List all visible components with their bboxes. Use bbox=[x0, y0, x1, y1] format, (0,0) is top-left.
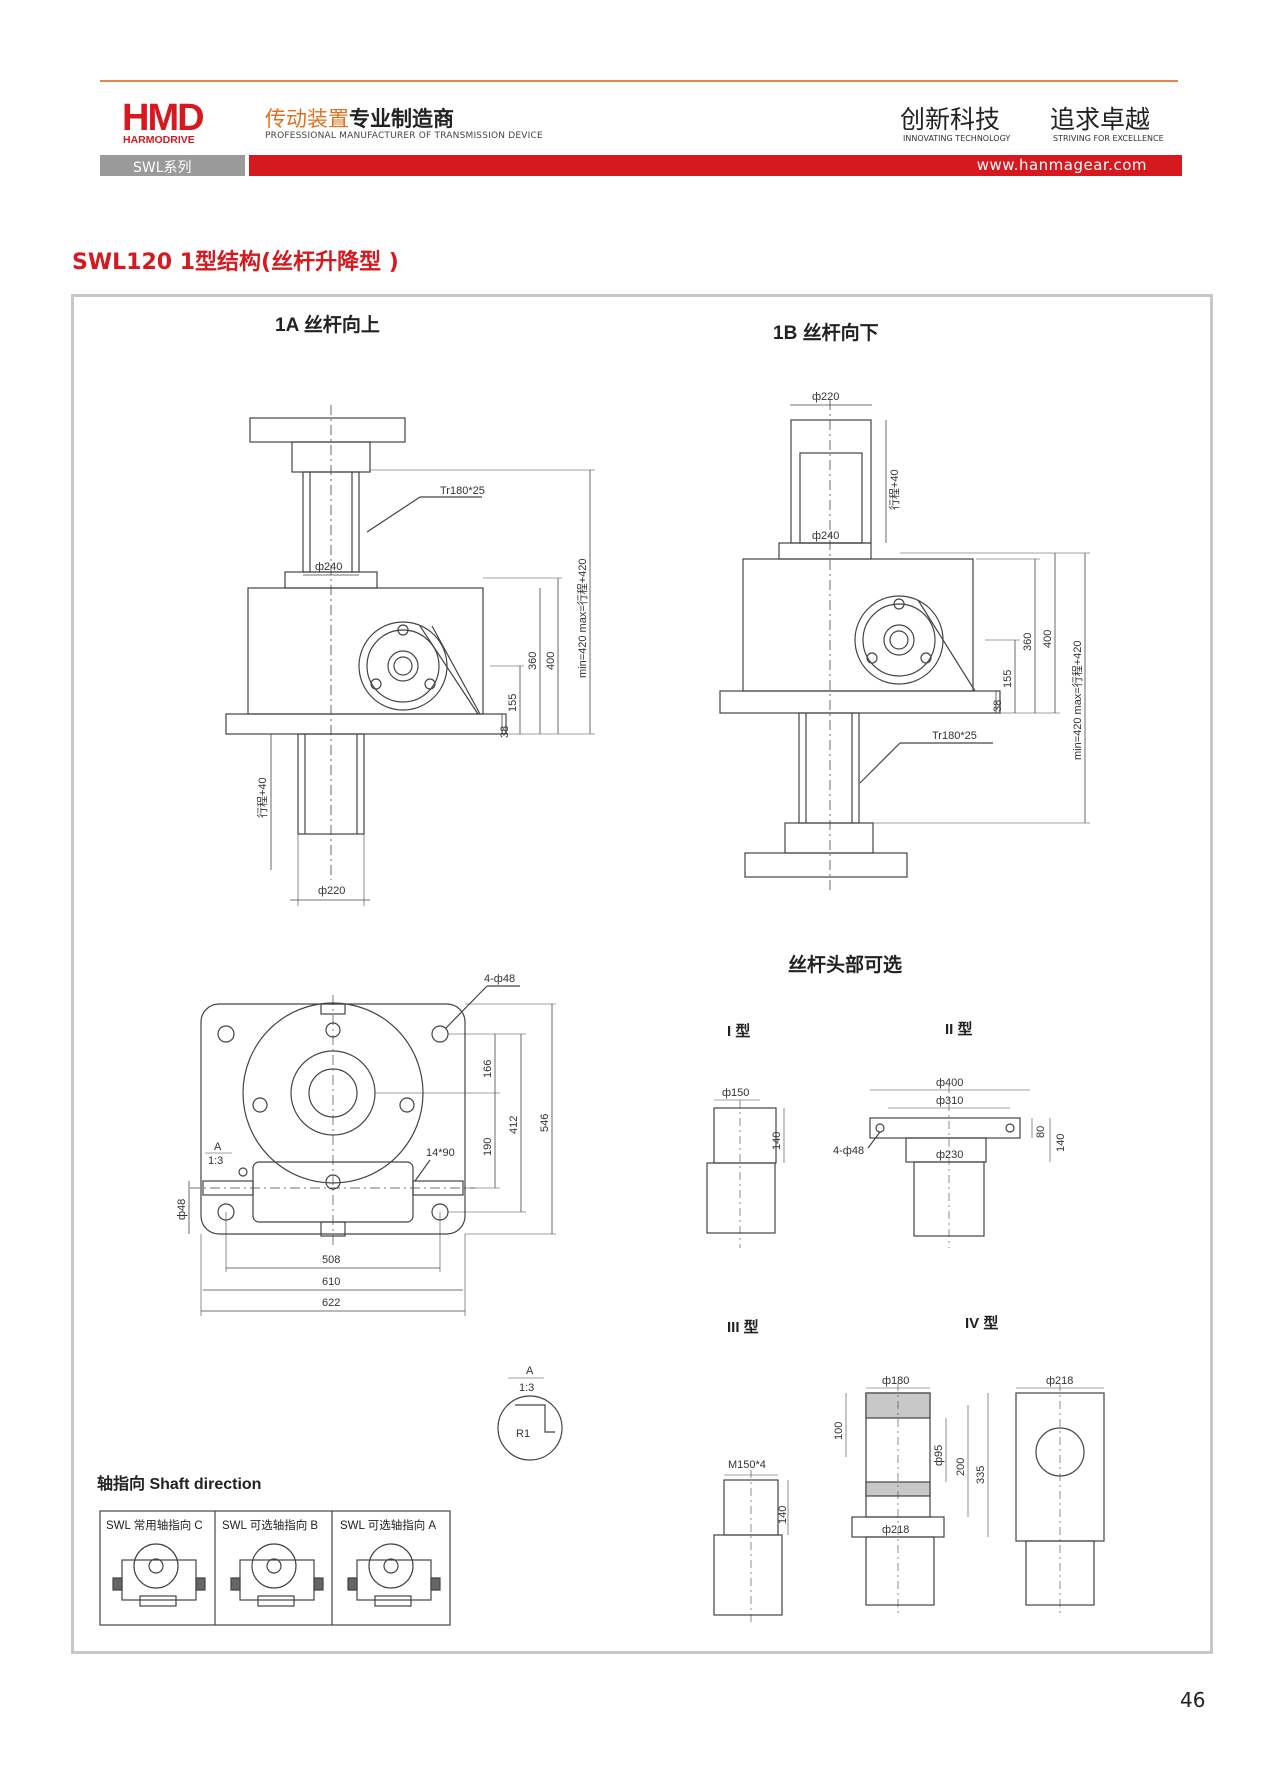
svg-text:400: 400 bbox=[1042, 630, 1054, 648]
view-1b-title: 1B 丝杆向下 bbox=[773, 321, 879, 344]
svg-text:140: 140 bbox=[1055, 1134, 1067, 1152]
svg-text:80: 80 bbox=[1035, 1126, 1047, 1138]
svg-text:14*90: 14*90 bbox=[426, 1147, 455, 1159]
header-rule bbox=[100, 80, 1178, 82]
svg-text:546: 546 bbox=[539, 1114, 551, 1132]
svg-text:360: 360 bbox=[527, 652, 539, 670]
svg-text:335: 335 bbox=[975, 1466, 987, 1484]
svg-text:ф218: ф218 bbox=[1046, 1375, 1073, 1387]
svg-text:ф240: ф240 bbox=[812, 530, 839, 542]
svg-text:ф218: ф218 bbox=[882, 1524, 909, 1536]
hmd-logo: HMD HARMODRIVE bbox=[122, 97, 205, 146]
tagline-cn: 传动装置专业制造商 bbox=[265, 107, 454, 131]
svg-text:400: 400 bbox=[545, 652, 557, 670]
svg-text:1:3: 1:3 bbox=[519, 1382, 534, 1394]
logo-subtext: HARMODRIVE bbox=[123, 134, 195, 146]
svg-text:155: 155 bbox=[507, 694, 519, 712]
website-bar: www.hanmagear.com bbox=[249, 155, 1182, 176]
svg-text:ф400: ф400 bbox=[936, 1077, 963, 1089]
svg-text:行程+40: 行程+40 bbox=[256, 777, 269, 818]
svg-text:200: 200 bbox=[955, 1458, 967, 1476]
svg-text:III 型: III 型 bbox=[727, 1318, 759, 1336]
svg-text:ф240: ф240 bbox=[315, 561, 342, 573]
svg-text:38: 38 bbox=[992, 700, 1004, 712]
svg-text:R1: R1 bbox=[516, 1428, 530, 1440]
svg-text:ф48: ф48 bbox=[176, 1199, 188, 1220]
svg-text:412: 412 bbox=[508, 1116, 520, 1134]
1a-base bbox=[225, 713, 507, 735]
svg-text:ф150: ф150 bbox=[722, 1087, 749, 1099]
shaft-c-label: SWL 常用轴指向 C bbox=[106, 1518, 203, 1532]
heads-title: 丝杆头部可选 bbox=[788, 953, 902, 976]
heads-section: 丝杆头部可选 I 型 II 型 III 型 IV 型 ф150 140 ф400… bbox=[706, 953, 1105, 1625]
svg-text:140: 140 bbox=[777, 1506, 789, 1524]
svg-text:IV 型: IV 型 bbox=[965, 1314, 998, 1332]
svg-text:155: 155 bbox=[1002, 670, 1014, 688]
shaft-direction: 轴指向 Shaft direction SWL 常用轴指向 C SWL 可选轴指… bbox=[97, 1474, 451, 1626]
tagline-en: PROFESSIONAL MANUFACTURER OF TRANSMISSIO… bbox=[265, 131, 543, 141]
head-type1 bbox=[713, 1107, 777, 1164]
view-1b: 1B 丝杆向下 ф220 ф240 行程+40 Tr180*25 min=420… bbox=[719, 321, 1090, 890]
slogan-striving: 追求卓越 bbox=[1050, 105, 1151, 134]
shaft-a-icon bbox=[347, 1543, 441, 1607]
svg-text:M150*4: M150*4 bbox=[728, 1459, 766, 1471]
slogan-striving-en: STRIVING FOR EXCELLENCE bbox=[1053, 134, 1164, 143]
svg-text:Tr180*25: Tr180*25 bbox=[440, 485, 485, 497]
svg-text:610: 610 bbox=[322, 1276, 340, 1288]
svg-text:A: A bbox=[526, 1365, 534, 1377]
svg-text:ф230: ф230 bbox=[936, 1149, 963, 1161]
1b-bottom-plate bbox=[744, 852, 908, 878]
svg-text:行程+40: 行程+40 bbox=[888, 469, 901, 510]
view-1a: 1A 丝杆向上 Tr180*25 ф240 ф220 行程+40 min=420… bbox=[225, 313, 595, 906]
plan-view: 4-ф48 166 190 412 546 14*90 A 1:3 ф48 50… bbox=[176, 973, 556, 1316]
svg-text:140: 140 bbox=[771, 1132, 783, 1150]
svg-text:A: A bbox=[214, 1141, 222, 1153]
1a-top-plate bbox=[249, 417, 406, 443]
series-label: SWL系列 bbox=[133, 160, 192, 176]
svg-text:38: 38 bbox=[499, 726, 511, 738]
svg-text:ф95: ф95 bbox=[933, 1445, 945, 1466]
svg-text:II 型: II 型 bbox=[945, 1020, 973, 1038]
svg-text:508: 508 bbox=[322, 1254, 340, 1266]
logo-text: HMD bbox=[122, 97, 203, 139]
series-bar: SWL系列 bbox=[100, 155, 245, 176]
technical-drawing: 1A 丝杆向上 Tr180*25 ф240 ф220 行程+40 min=420… bbox=[97, 313, 1105, 1626]
page-title: SWL120 1型结构(丝杆升降型 ) bbox=[72, 250, 399, 275]
svg-text:min=420 max=行程+420: min=420 max=行程+420 bbox=[576, 558, 589, 678]
head-type2 bbox=[869, 1117, 1021, 1139]
drawing-frame bbox=[71, 294, 1213, 1654]
website-link[interactable]: www.hanmagear.com bbox=[976, 156, 1147, 174]
svg-text:4-ф48: 4-ф48 bbox=[833, 1145, 864, 1157]
slogan-innovating-en: INNOVATING TECHNOLOGY bbox=[903, 134, 1011, 143]
svg-text:4-ф48: 4-ф48 bbox=[484, 973, 515, 985]
svg-text:622: 622 bbox=[322, 1297, 340, 1309]
svg-text:166: 166 bbox=[482, 1060, 494, 1078]
shaft-title: 轴指向 Shaft direction bbox=[97, 1474, 261, 1493]
1b-base bbox=[719, 690, 1001, 714]
slogan-innovating: 创新科技 bbox=[900, 105, 1001, 134]
svg-text:ф180: ф180 bbox=[882, 1375, 909, 1387]
svg-text:I 型: I 型 bbox=[727, 1022, 750, 1040]
svg-text:ф310: ф310 bbox=[936, 1095, 963, 1107]
svg-text:100: 100 bbox=[833, 1422, 845, 1440]
svg-text:Tr180*25: Tr180*25 bbox=[932, 730, 977, 742]
svg-text:ф220: ф220 bbox=[318, 885, 345, 897]
svg-text:min=420 max=行程+420: min=420 max=行程+420 bbox=[1071, 640, 1084, 760]
svg-text:ф220: ф220 bbox=[812, 391, 839, 403]
shaft-b-icon bbox=[230, 1543, 324, 1607]
svg-text:360: 360 bbox=[1022, 633, 1034, 651]
detail-a: A 1:3 R1 bbox=[497, 1365, 563, 1461]
svg-text:190: 190 bbox=[482, 1138, 494, 1156]
page-number: 46 bbox=[1180, 1688, 1206, 1712]
1a-housing bbox=[247, 587, 484, 715]
svg-text:1:3: 1:3 bbox=[208, 1155, 223, 1167]
shaft-c-icon bbox=[112, 1543, 206, 1607]
view-1a-title: 1A 丝杆向上 bbox=[275, 313, 380, 336]
shaft-a-label: SWL 可选轴指向 A bbox=[340, 1518, 436, 1532]
shaft-b-label: SWL 可选轴指向 B bbox=[222, 1518, 318, 1532]
